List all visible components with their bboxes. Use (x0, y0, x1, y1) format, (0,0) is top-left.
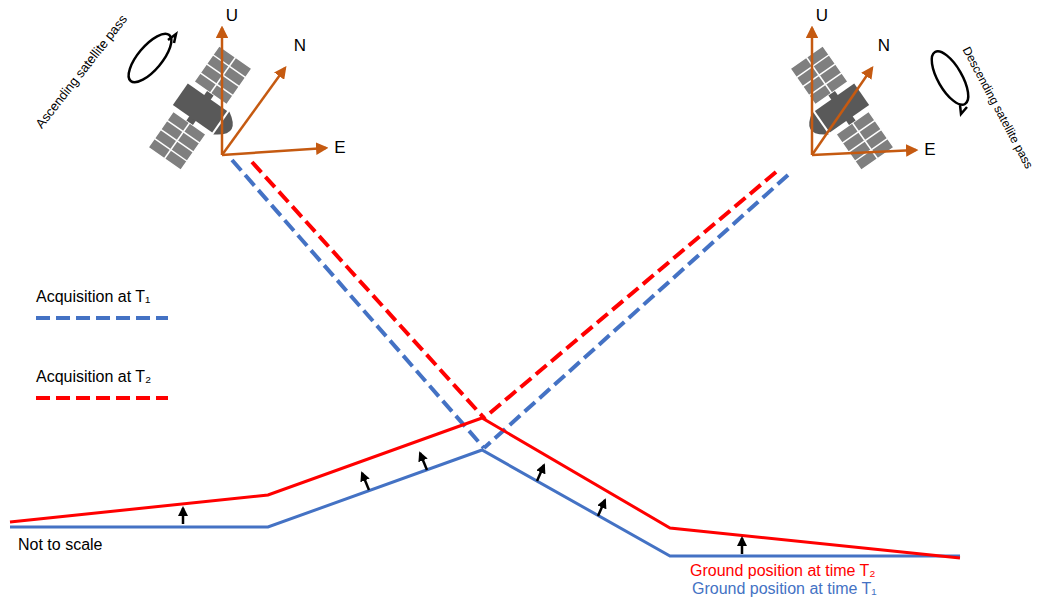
satellite-icon (145, 43, 267, 180)
legend-sample-line (36, 396, 168, 400)
ground-t1 (10, 450, 960, 556)
series-label: Ground position at time T₁ (692, 580, 877, 598)
series-label: Ground position at time T₂ (690, 562, 876, 580)
axis-label: U (816, 6, 828, 26)
axis-label: E (924, 140, 935, 160)
ground-t2 (10, 418, 960, 558)
note-text: Not to scale (18, 536, 102, 554)
displacement-arrow (183, 453, 742, 554)
line-of-sight (232, 160, 788, 448)
axis-label: N (878, 36, 890, 56)
axis-label: N (294, 36, 306, 56)
legend-text: Acquisition at T₁ (36, 288, 151, 306)
axis-label: U (226, 6, 238, 26)
satellite-icon (775, 43, 897, 180)
legend-sample-line (36, 316, 168, 320)
orbit-label: Ascending satellite pass (33, 12, 131, 131)
axis-label: E (334, 138, 345, 158)
orbit-label: Descending satellite pass (959, 45, 1035, 172)
legend-text: Acquisition at T₂ (36, 368, 151, 386)
enu-axes (222, 28, 916, 155)
orbit-ellipse (122, 27, 976, 114)
